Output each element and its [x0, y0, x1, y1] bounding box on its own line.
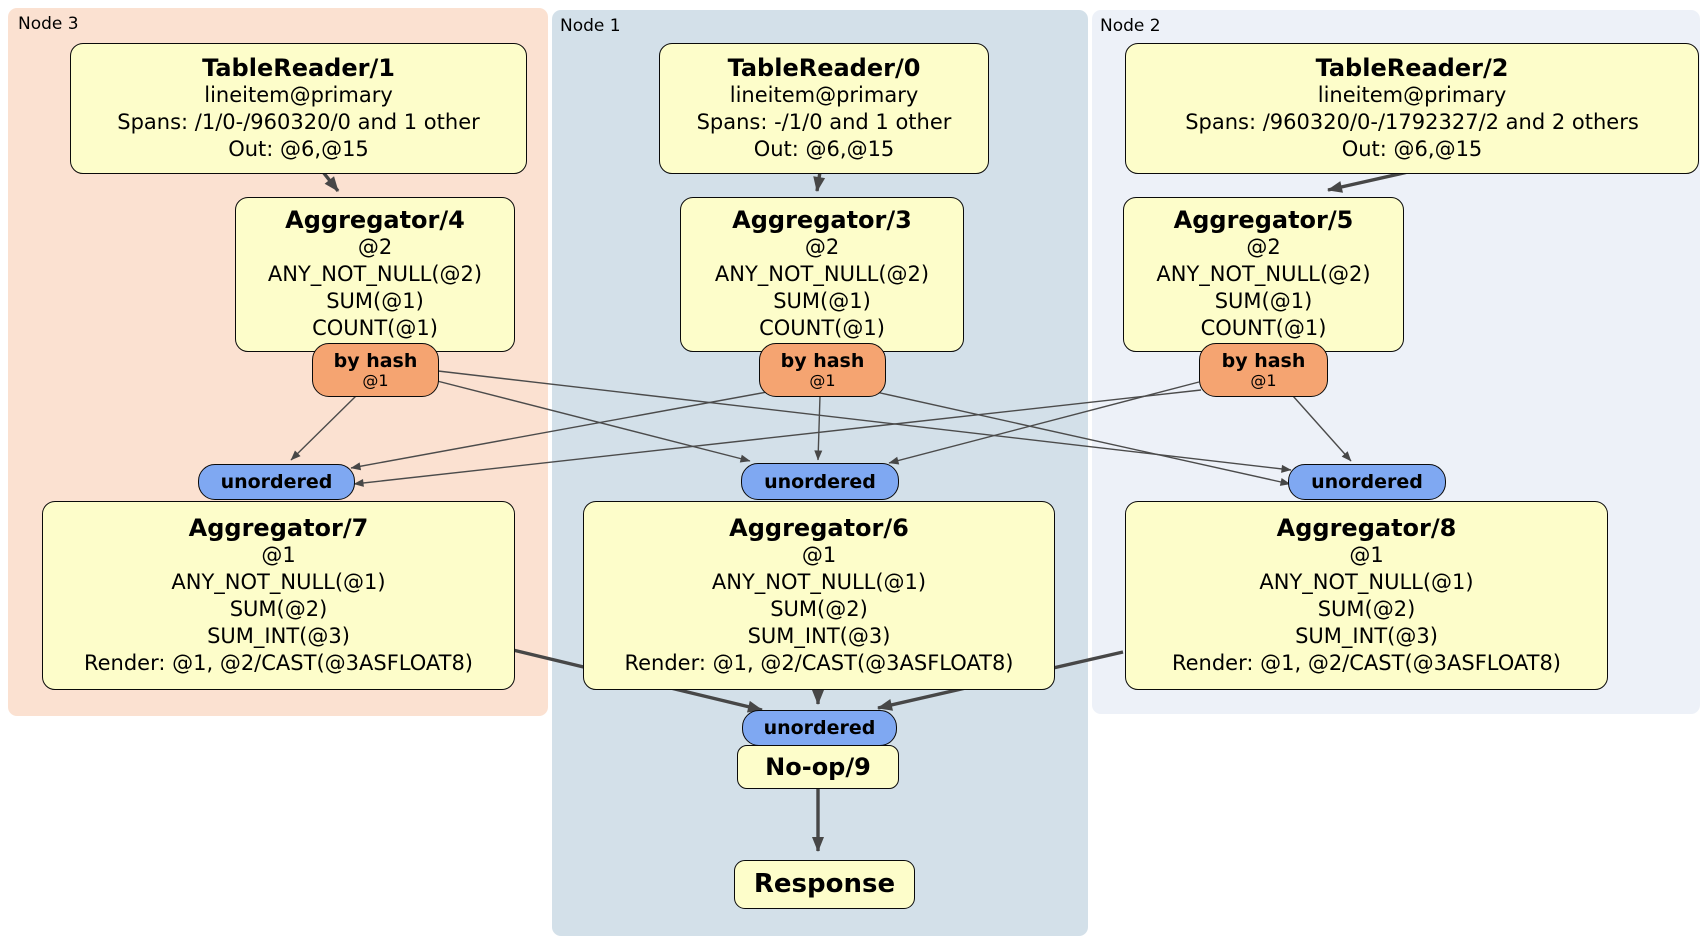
- edge-tr1-to-agg4: [321, 170, 340, 193]
- edge-router4-to-sync6: [436, 380, 751, 463]
- edge-router5-to-sync6: [888, 381, 1200, 465]
- edge-router3-to-sync8: [875, 391, 1291, 486]
- processor-detail: Out: @6,@15: [1341, 136, 1483, 161]
- processor-detail: SUM_INT(@3): [1295, 623, 1438, 648]
- processor-title: Aggregator/8: [1276, 513, 1457, 542]
- processor-response: Response: [734, 860, 915, 909]
- processor-detail: Render: @1, @2/CAST(@3ASFLOAT8): [624, 650, 1014, 675]
- processor-detail: @2: [804, 235, 840, 259]
- processor-noop-9: No-op/9: [737, 745, 899, 789]
- processor-detail: ANY_NOT_NULL(@2): [267, 262, 483, 286]
- edge-tr2-to-agg5: [1327, 170, 1409, 193]
- processor-aggregator-6: Aggregator/6 @1 ANY_NOT_NULL(@1) SUM(@2)…: [583, 501, 1055, 690]
- processor-detail: ANY_NOT_NULL(@1): [171, 569, 386, 594]
- processor-detail: SUM(@2): [770, 596, 868, 621]
- edge-router3-to-sync6: [814, 395, 823, 461]
- processor-detail: SUM(@1): [1214, 289, 1313, 313]
- router-label: by hash: [780, 350, 865, 372]
- edge-router4-to-sync8: [437, 370, 1292, 473]
- node-region-3-label: Node 3: [18, 14, 79, 34]
- processor-title: Response: [753, 869, 896, 899]
- processor-detail: SUM(@2): [1317, 596, 1416, 621]
- sync-unordered-node3: unordered: [198, 464, 355, 500]
- router-by-hash-node1: by hash @1: [759, 343, 886, 397]
- processor-aggregator-4: Aggregator/4 @2 ANY_NOT_NULL(@2) SUM(@1)…: [235, 197, 515, 352]
- router-label: by hash: [1221, 350, 1306, 372]
- processor-aggregator-5: Aggregator/5 @2 ANY_NOT_NULL(@2) SUM(@1)…: [1123, 197, 1404, 352]
- processor-detail: ANY_NOT_NULL(@1): [711, 569, 927, 594]
- processor-detail: SUM(@2): [229, 596, 328, 621]
- processor-detail: @2: [357, 235, 393, 259]
- processor-detail: lineitem@primary: [1317, 82, 1507, 107]
- processor-detail: SUM(@1): [773, 289, 871, 313]
- edge-router5-to-sync7: [353, 389, 1202, 487]
- processor-detail: COUNT(@1): [312, 316, 438, 340]
- router-detail: @1: [1250, 371, 1277, 390]
- processor-detail: ANY_NOT_NULL(@2): [1156, 262, 1371, 286]
- processor-detail: Out: @6,@15: [753, 136, 895, 161]
- processor-detail: Spans: /960320/0-/1792327/2 and 2 others: [1185, 109, 1639, 134]
- processor-title: Aggregator/5: [1173, 206, 1354, 234]
- processor-detail: ANY_NOT_NULL(@2): [714, 262, 930, 286]
- processor-aggregator-7: Aggregator/7 @1 ANY_NOT_NULL(@1) SUM(@2)…: [42, 501, 515, 690]
- router-by-hash-node2: by hash @1: [1199, 343, 1328, 397]
- processor-detail: ANY_NOT_NULL(@1): [1259, 569, 1474, 594]
- sync-unordered-node2: unordered: [1288, 464, 1446, 500]
- node-region-1-label: Node 1: [560, 16, 621, 36]
- processor-title: TableReader/1: [202, 53, 395, 82]
- processor-detail: Spans: -/1/0 and 1 other: [696, 109, 952, 134]
- router-label: by hash: [333, 350, 418, 372]
- processor-title: TableReader/2: [1315, 53, 1509, 82]
- processor-tablereader-2: TableReader/2 lineitem@primary Spans: /9…: [1125, 43, 1699, 174]
- processor-title: Aggregator/4: [285, 206, 465, 234]
- processor-title: Aggregator/7: [188, 513, 369, 542]
- processor-detail: Spans: /1/0-/960320/0 and 1 other: [117, 109, 480, 134]
- processor-detail: lineitem@primary: [729, 82, 919, 107]
- router-detail: @1: [809, 371, 836, 390]
- processor-detail: COUNT(@1): [1200, 316, 1327, 340]
- processor-detail: @1: [261, 542, 296, 567]
- router-detail: @1: [362, 371, 389, 390]
- edge-router3-to-sync7: [350, 391, 768, 471]
- processor-tablereader-1: TableReader/1 lineitem@primary Spans: /1…: [70, 43, 527, 174]
- processor-detail: SUM_INT(@3): [207, 623, 350, 648]
- router-by-hash-node3: by hash @1: [312, 343, 439, 397]
- node-region-2-label: Node 2: [1100, 16, 1161, 36]
- edge-router5-to-sync8: [1292, 395, 1352, 462]
- sync-unordered-node1: unordered: [741, 463, 899, 500]
- sync-unordered-final: unordered: [742, 710, 897, 746]
- processor-title: Aggregator/6: [729, 513, 909, 542]
- processor-detail: @2: [1246, 235, 1281, 259]
- processor-detail: @1: [1349, 542, 1384, 567]
- processor-title: No-op/9: [765, 752, 871, 781]
- edge-tr0-to-agg3: [813, 171, 826, 192]
- processor-detail: SUM(@1): [326, 289, 424, 313]
- processor-detail: lineitem@primary: [204, 82, 393, 107]
- edge-router4-to-sync7: [290, 395, 357, 461]
- processor-aggregator-3: Aggregator/3 @2 ANY_NOT_NULL(@2) SUM(@1)…: [680, 197, 964, 352]
- processor-tablereader-0: TableReader/0 lineitem@primary Spans: -/…: [659, 43, 989, 174]
- processor-detail: COUNT(@1): [759, 316, 885, 340]
- processor-detail: Render: @1, @2/CAST(@3ASFLOAT8): [83, 650, 474, 675]
- processor-detail: SUM_INT(@3): [747, 623, 891, 648]
- processor-detail: @1: [801, 542, 837, 567]
- processor-detail: Out: @6,@15: [228, 136, 369, 161]
- processor-title: Aggregator/3: [732, 206, 912, 234]
- processor-title: TableReader/0: [727, 53, 921, 82]
- processor-aggregator-8: Aggregator/8 @1 ANY_NOT_NULL(@1) SUM(@2)…: [1125, 501, 1608, 690]
- processor-detail: Render: @1, @2/CAST(@3ASFLOAT8): [1171, 650, 1562, 675]
